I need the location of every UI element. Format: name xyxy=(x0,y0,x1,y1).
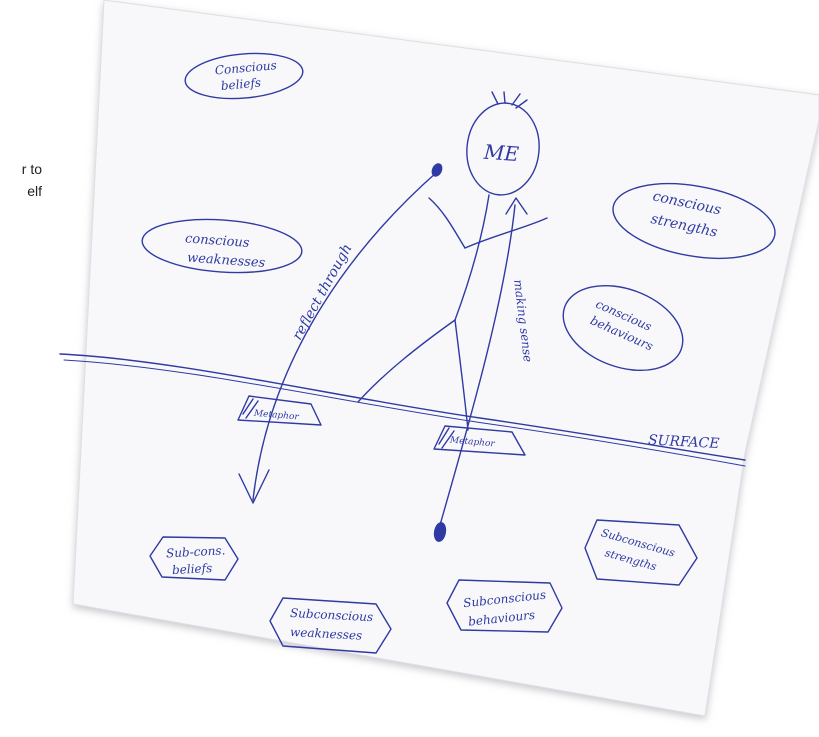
hex-subconscious-strengths xyxy=(584,519,698,586)
hair-strokes xyxy=(491,91,528,109)
oval-conscious-weaknesses xyxy=(141,218,303,274)
reflect-arrow-head xyxy=(238,469,270,504)
oval-conscious-strengths xyxy=(612,183,776,259)
me-head-circle xyxy=(466,102,540,196)
oval-conscious-beliefs xyxy=(184,52,304,100)
arm-left xyxy=(428,197,466,249)
subconscious-behaviours-line-2: behaviours xyxy=(467,608,535,629)
metaphor-box-left xyxy=(237,395,322,426)
me-label: ME xyxy=(482,140,520,166)
ink-dot-top xyxy=(431,163,443,177)
oval-conscious-behaviours xyxy=(562,284,684,372)
metaphor-box-right xyxy=(433,425,526,456)
hex-subconscious-behaviours xyxy=(446,579,563,633)
hex-subconscious-weaknesses xyxy=(269,597,392,654)
body-line xyxy=(454,194,490,321)
side-caption-fragment: r to elf xyxy=(0,158,42,202)
making-sense-arrow-line xyxy=(439,204,516,526)
reflect-arrow-line xyxy=(252,171,438,501)
surface-line xyxy=(59,353,746,461)
metaphor-hatch-right xyxy=(438,427,455,449)
making-sense-arrow-head xyxy=(505,197,528,215)
side-caption-line-1: r to xyxy=(21,161,42,177)
paper-sheet xyxy=(72,0,819,717)
arm-right xyxy=(464,217,548,249)
metaphor-hatch-left xyxy=(242,398,259,419)
conscious-beliefs-line-2: beliefs xyxy=(220,76,261,93)
subconscious-weaknesses-line-1: Subconscious xyxy=(290,606,374,624)
conscious-beliefs-line-1: Conscious xyxy=(214,58,277,77)
metaphor-label-right: Metaphor xyxy=(449,435,496,449)
subconscious-weaknesses-line-2: weaknesses xyxy=(290,625,363,643)
subconscious-beliefs-line-2: beliefs xyxy=(172,561,213,577)
hex-subconscious-beliefs xyxy=(149,536,239,581)
surface-label: SURFACE xyxy=(648,432,720,452)
metaphor-label-left: Metaphor xyxy=(252,409,299,423)
leg-right xyxy=(454,319,469,431)
conscious-weaknesses-line-1: conscious xyxy=(185,231,251,250)
leg-left xyxy=(357,319,456,403)
subconscious-beliefs-line-1: Sub-cons. xyxy=(166,543,226,560)
side-caption-line-2: elf xyxy=(27,183,42,199)
ink-dot-bottom xyxy=(433,522,447,542)
conscious-weaknesses-line-2: weaknesses xyxy=(187,251,266,271)
